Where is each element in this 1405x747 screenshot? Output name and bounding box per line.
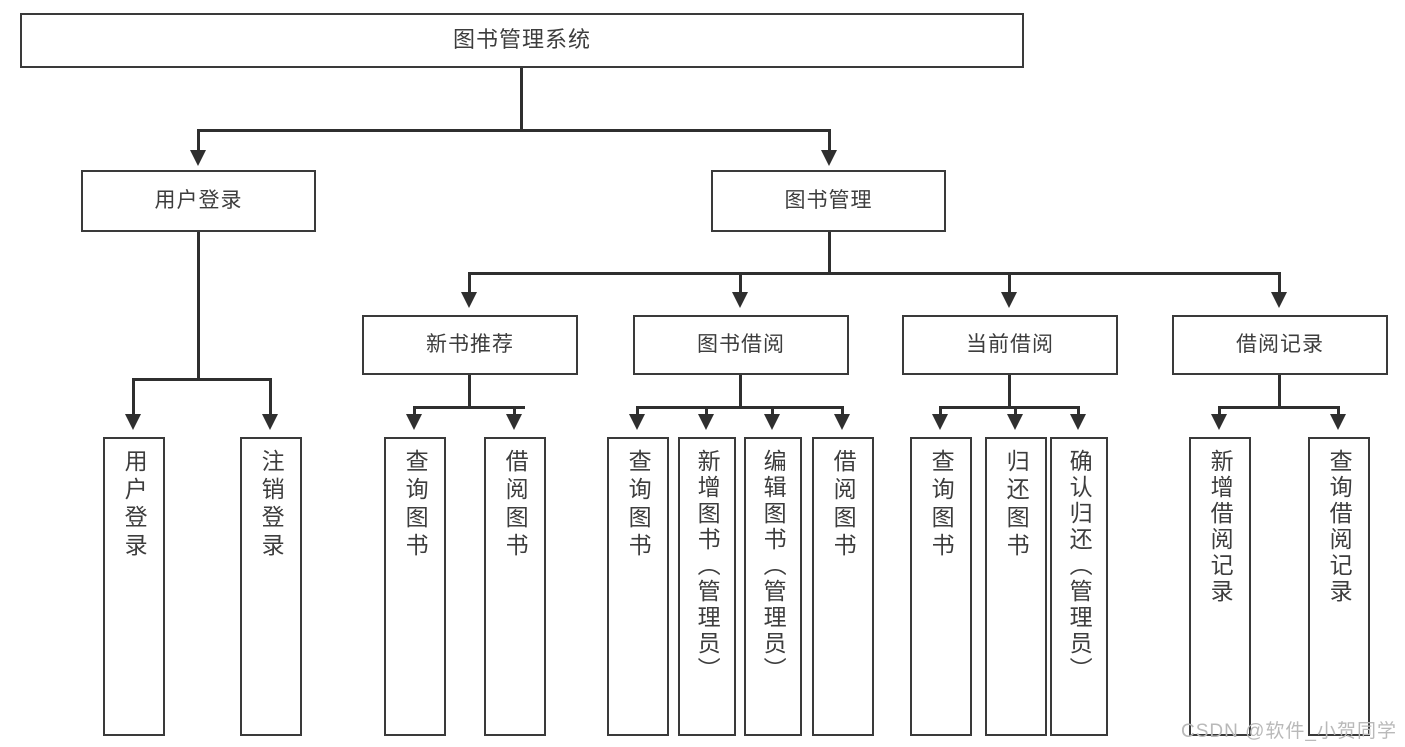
connector-user-login-bus [132,378,271,381]
leaf-add-book-admin[interactable]: 新增图书（管理员） [678,437,736,736]
connector-current-borrow-bus [939,406,1080,409]
connector-new-book-stem [468,375,471,409]
connector-root-to-book-management [828,129,831,154]
connector-user-login-stem [197,232,200,381]
connector-bb-to-leaf-2 [705,406,708,418]
leaf-logout[interactable]: 注销登录 [240,437,302,736]
connector-bb-to-leaf-1 [636,406,639,418]
node-new-book-recommendation[interactable]: 新书推荐 [362,315,578,375]
node-label: 新书推荐 [426,333,514,357]
node-label: 图书管理 [784,189,873,213]
node-label: 编辑图书（管理员） [760,449,787,683]
node-label: 当前借阅 [966,333,1054,357]
node-label: 查询借阅记录 [1326,449,1353,605]
arrowhead-cb-to-leaf-2 [1007,414,1023,430]
node-book-management[interactable]: 图书管理 [711,170,946,232]
leaf-user-login[interactable]: 用户登录 [103,437,165,736]
node-label: 用户登录 [154,189,243,213]
connector-cb-to-leaf-1 [939,406,942,418]
connector-user-login-to-leaf-2 [269,378,272,418]
leaf-borrow-books-borrow[interactable]: 借阅图书 [812,437,874,736]
node-label: 查询图书 [928,449,955,561]
connector-bb-to-leaf-4 [841,406,844,418]
connector-root-bus [197,129,831,132]
connector-book-management-stem [828,232,831,274]
connector-records-stem [1278,375,1281,409]
connector-bm-to-new-book [468,272,471,297]
leaf-edit-book-admin[interactable]: 编辑图书（管理员） [744,437,802,736]
connector-nb-to-leaf-2 [513,406,516,418]
node-root-book-management-system[interactable]: 图书管理系统 [20,13,1024,68]
arrowhead-bb-to-leaf-1 [629,414,645,430]
arrowhead-bm-to-new-book [461,292,477,308]
arrowhead-nb-to-leaf-1 [406,414,422,430]
leaf-query-books-borrow[interactable]: 查询图书 [607,437,669,736]
connector-root-to-user-login [197,129,200,154]
arrowhead-bm-to-records [1271,292,1287,308]
connector-new-book-bus [413,406,525,409]
arrowhead-bm-to-current-borrow [1001,292,1017,308]
node-label: 新增图书（管理员） [694,449,721,683]
node-label: 借阅图书 [502,449,529,561]
node-label: 归还图书 [1003,449,1030,561]
arrowhead-nb-to-leaf-2 [506,414,522,430]
arrowhead-bm-to-borrow [732,292,748,308]
connector-book-management-bus [468,272,1280,275]
connector-records-bus [1218,406,1339,409]
node-label: 用户登录 [121,449,148,561]
connector-bm-to-borrow [739,272,742,297]
connector-current-borrow-stem [1008,375,1011,409]
leaf-query-books-current[interactable]: 查询图书 [910,437,972,736]
node-label: 图书借阅 [697,333,785,357]
connector-cb-to-leaf-2 [1014,406,1017,418]
node-book-borrow[interactable]: 图书借阅 [633,315,849,375]
node-label: 图书管理系统 [452,27,591,53]
connector-cb-to-leaf-3 [1077,406,1080,418]
arrowhead-rec-to-leaf-1 [1211,414,1227,430]
connector-borrow-stem [739,375,742,409]
arrowhead-bb-to-leaf-2 [698,414,714,430]
node-label: 借阅图书 [830,449,857,561]
arrowhead-cb-to-leaf-3 [1070,414,1086,430]
leaf-return-books[interactable]: 归还图书 [985,437,1047,736]
connector-root-stem [520,68,523,130]
arrowhead-bb-to-leaf-3 [764,414,780,430]
arrowhead-root-to-user-login [190,150,206,166]
arrowhead-root-to-book-management [821,150,837,166]
connector-rec-to-leaf-1 [1218,406,1221,418]
leaf-query-borrow-record[interactable]: 查询借阅记录 [1308,437,1370,736]
connector-rec-to-leaf-2 [1337,406,1340,418]
leaf-confirm-return-admin[interactable]: 确认归还（管理员） [1050,437,1108,736]
node-user-login[interactable]: 用户登录 [81,170,316,232]
node-borrow-records[interactable]: 借阅记录 [1172,315,1388,375]
arrowhead-user-login-to-leaf-2 [262,414,278,430]
leaf-borrow-books-new-book[interactable]: 借阅图书 [484,437,546,736]
arrowhead-rec-to-leaf-2 [1330,414,1346,430]
connector-bm-to-current-borrow [1008,272,1011,297]
leaf-query-books-new-book[interactable]: 查询图书 [384,437,446,736]
node-label: 查询图书 [402,449,429,561]
arrowhead-user-login-to-leaf-1 [125,414,141,430]
node-label: 借阅记录 [1236,333,1324,357]
arrowhead-cb-to-leaf-1 [932,414,948,430]
node-label: 查询图书 [625,449,652,561]
node-current-borrow[interactable]: 当前借阅 [902,315,1118,375]
leaf-add-borrow-record[interactable]: 新增借阅记录 [1189,437,1251,736]
node-label: 注销登录 [258,449,285,561]
connector-bm-to-records [1278,272,1281,297]
connector-bb-to-leaf-3 [771,406,774,418]
connector-borrow-bus [636,406,843,409]
node-label: 确认归还（管理员） [1066,449,1093,683]
connector-user-login-to-leaf-1 [132,378,135,418]
node-label: 新增借阅记录 [1207,449,1234,605]
connector-nb-to-leaf-1 [413,406,416,418]
arrowhead-bb-to-leaf-4 [834,414,850,430]
